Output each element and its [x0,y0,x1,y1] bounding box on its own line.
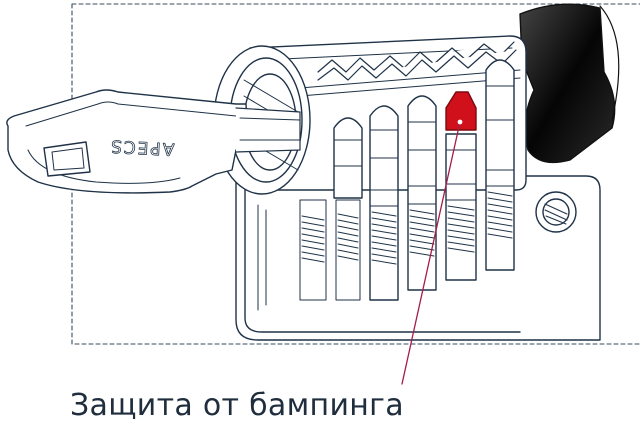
screw-hole [535,191,577,233]
pin-stack-3 [407,95,437,291]
callout-pointer [401,119,463,385]
key-icon [6,89,301,194]
pin-stack-2 [369,105,399,301]
brand-stamp: APECS [109,135,175,158]
pin-stack-1 [299,117,363,301]
anti-bump-pin-icon [445,91,477,281]
anti-bump-caption: Защита от бампинга [70,388,404,423]
pin-stacks [299,59,515,301]
cam-icon [519,3,620,164]
pin-stack-5 [485,59,515,271]
